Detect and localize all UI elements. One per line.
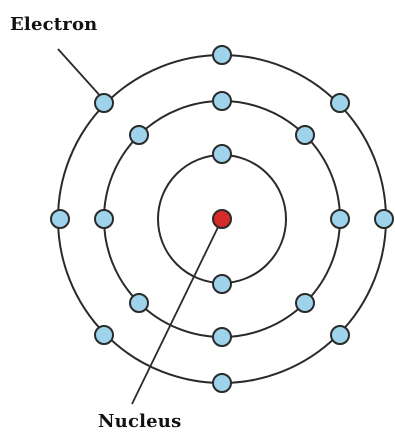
electron-outer-4: [331, 326, 349, 344]
electron-inner-2: [213, 275, 231, 293]
electron-outer-1: [213, 46, 231, 64]
electron-middle-4: [296, 294, 314, 312]
electron-outer-5: [213, 374, 231, 392]
electron-middle-1: [213, 92, 231, 110]
electron-outer-6: [95, 326, 113, 344]
electron-middle-6: [130, 294, 148, 312]
electron-outer-7: [51, 210, 69, 228]
electron-middle-7: [95, 210, 113, 228]
electron-outer-3: [375, 210, 393, 228]
electron-middle-2: [296, 126, 314, 144]
electron-middle-5: [213, 328, 231, 346]
electron-label: Electron: [10, 14, 97, 35]
electron-leader-line: [58, 49, 103, 99]
electron-outer-8: [95, 94, 113, 112]
nucleus: [213, 210, 231, 228]
electron-outer-2: [331, 94, 349, 112]
electron-middle-8: [130, 126, 148, 144]
electron-middle-3: [331, 210, 349, 228]
electron-inner-1: [213, 145, 231, 163]
nucleus-label: Nucleus: [98, 411, 181, 432]
